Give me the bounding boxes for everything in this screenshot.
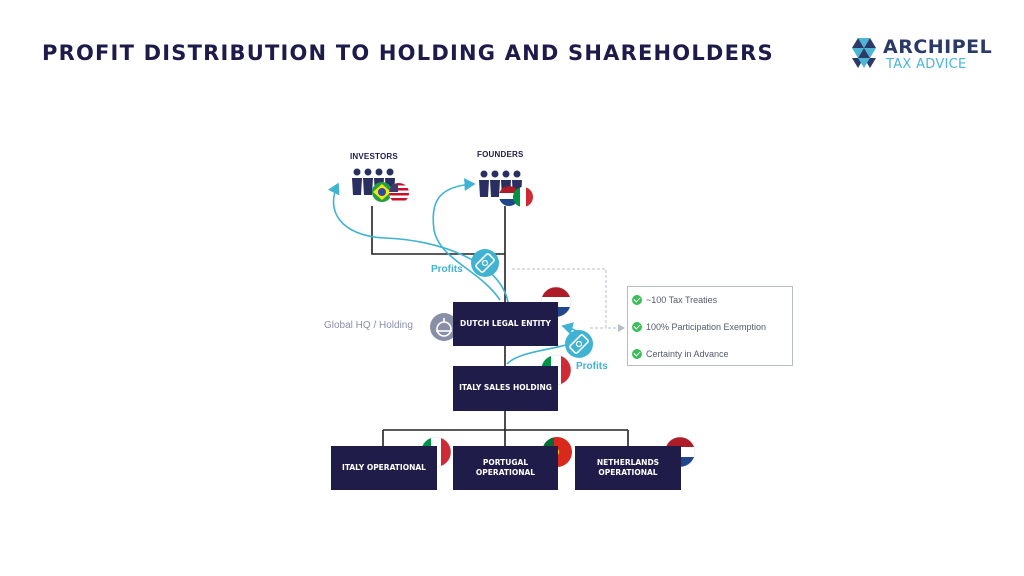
- benefit-text: 100% Participation Exemption: [646, 322, 767, 332]
- portugal-operational-label-1: PORTUGAL: [482, 457, 529, 467]
- dutch-legal-entity-label: DUTCH LEGAL ENTITY: [460, 318, 551, 328]
- benefit-item: ~100 Tax Treaties: [632, 295, 717, 305]
- page-title: PROFIT DISTRIBUTION TO HOLDING AND SHARE…: [42, 41, 774, 65]
- italy-operational-label: ITALY OPERATIONAL: [342, 462, 426, 472]
- italy-sales-holding-box[interactable]: ITALY SALES HOLDING: [453, 366, 558, 411]
- investors-label: INVESTORS: [350, 152, 398, 161]
- global-hq-icon: [430, 313, 458, 341]
- archipel-logo: ARCHIPEL TAX ADVICE: [848, 34, 998, 78]
- logo-wordmark: ARCHIPEL: [883, 36, 993, 58]
- global-hq-label: Global HQ / Holding: [324, 320, 413, 331]
- check-circle-icon: [632, 295, 642, 305]
- benefit-item: 100% Participation Exemption: [632, 322, 766, 332]
- italy-flag-small-icon: [513, 187, 533, 207]
- benefit-text: Certainty in Advance: [646, 349, 729, 359]
- italy-sales-holding-label: ITALY SALES HOLDING: [459, 383, 552, 393]
- logo-triangles-icon: [852, 38, 876, 68]
- profit-coin-icon-bottom: [565, 330, 593, 358]
- netherlands-operational-box[interactable]: NETHERLANDS OPERATIONAL: [575, 446, 681, 490]
- italy-operational-box[interactable]: ITALY OPERATIONAL: [331, 446, 437, 490]
- netherlands-flag-small-icon: [499, 186, 519, 206]
- benefit-text: ~100 Tax Treaties: [646, 295, 718, 305]
- portugal-operational-box[interactable]: PORTUGAL OPERATIONAL: [453, 446, 558, 490]
- check-circle-icon: [632, 349, 642, 359]
- usa-flag-icon: [389, 183, 409, 203]
- profits-label-top: Profits: [431, 264, 463, 275]
- brazil-flag-icon: [372, 182, 392, 202]
- check-circle-icon: [632, 322, 642, 332]
- netherlands-operational-label-1: NETHERLANDS: [596, 457, 660, 467]
- dutch-legal-entity-box[interactable]: DUTCH LEGAL ENTITY: [453, 302, 558, 346]
- founders-label: FOUNDERS: [477, 150, 524, 159]
- logo-tagline: TAX ADVICE: [886, 57, 967, 72]
- netherlands-operational-label-2: OPERATIONAL: [598, 468, 658, 477]
- profits-label-bottom: Profits: [576, 361, 608, 372]
- benefits-box: ~100 Tax Treaties 100% Participation Exe…: [627, 286, 793, 366]
- profit-coin-icon-top: [471, 249, 499, 277]
- benefits-connector: [512, 268, 625, 332]
- portugal-operational-label-2: OPERATIONAL: [475, 468, 536, 477]
- benefit-item: Certainty in Advance: [632, 349, 729, 359]
